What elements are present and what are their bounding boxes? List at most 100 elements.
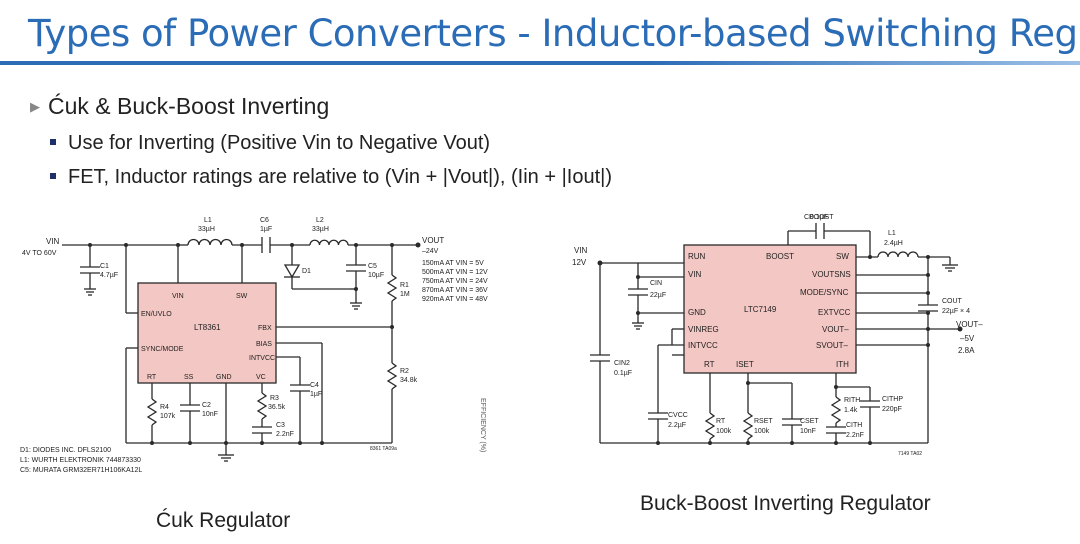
cuk-d1-name: D1 (302, 268, 311, 275)
caption-buck-boost: Buck-Boost Inverting Regulator (640, 492, 931, 515)
bbi-ic-name: LTC7149 (744, 305, 777, 314)
cuk-c3-value: 2.2nF (276, 431, 294, 438)
cuk-note-l1: L1: WURTH ELEKTRONIK 744873330 (20, 457, 141, 464)
bbi-pin-ith: ITH (836, 360, 849, 369)
square-bullet-icon (50, 173, 56, 179)
bbi-vout-value: –5V (960, 334, 975, 343)
cuk-pin-ss: SS (184, 374, 194, 381)
bbi-pin-modesync: MODE/SYNC (800, 288, 849, 297)
bbi-pin-rt: RT (704, 360, 715, 369)
bbi-vin-label: VIN (574, 246, 588, 255)
bbi-rset-value: 100k (754, 428, 770, 435)
bbi-pin-intvcc: INTVCC (688, 341, 718, 350)
bbi-iout: 2.8A (958, 346, 975, 355)
sub-bullet-1-text: Use for Inverting (Positive Vin to Negat… (68, 132, 491, 154)
bbi-rt-value: 100k (716, 428, 732, 435)
cuk-c6-name: C6 (260, 217, 269, 224)
caption-cuk: Ćuk Regulator (156, 509, 291, 532)
bbi-vout-label: VOUT– (956, 320, 983, 329)
bbi-cout-name: COUT (942, 298, 963, 305)
cuk-ref: 8361 TA09a (370, 446, 397, 452)
bbi-cset-value: 10nF (800, 428, 816, 435)
bbi-pin-sw: SW (836, 252, 849, 261)
bbi-vin-value: 12V (572, 258, 587, 267)
cuk-note-c5: C5: MURATA GRM32ER71H106KA12L (20, 467, 142, 474)
cuk-pin-sw: SW (236, 293, 248, 300)
bbi-cin-value: 22µF (650, 292, 666, 299)
cuk-c1-name: C1 (100, 263, 109, 270)
bbi-pin-vin: VIN (688, 270, 702, 279)
bbi-cith-name: CITH (846, 422, 862, 429)
cuk-pin-fbx: FBX (258, 325, 272, 332)
bbi-rith-name: RITH (844, 397, 860, 404)
efficiency-axis-label: EFFICIENCY (%) (479, 398, 486, 453)
cuk-pin-intvcc: INTVCC (249, 355, 275, 362)
bbi-cin-name: CIN (650, 280, 662, 287)
bbi-cboost-name: CBOOST (804, 214, 834, 221)
bbi-pin-boost: BOOST (766, 252, 794, 261)
bbi-ref: 7149 TA02 (898, 451, 922, 457)
bullet-main: ▶Ćuk & Buck-Boost Inverting (30, 93, 329, 120)
bbi-pin-voutsns: VOUTSNS (812, 270, 851, 279)
cuk-c4-value: 1µF (310, 391, 322, 398)
cuk-r2-value: 34.8k (400, 377, 418, 384)
cuk-r3-value: 36.5k (268, 404, 286, 411)
cuk-note-d1: D1: DIODES INC. DFLS2100 (20, 447, 111, 454)
cuk-c5-name: C5 (368, 263, 377, 270)
cuk-schematic: VIN 4V TO 60V C1 4.7µF L1 33µH C6 1µF L2… (20, 217, 488, 474)
cuk-vout-value: –24V (422, 248, 439, 255)
cuk-c4-name: C4 (310, 382, 319, 389)
sub-bullet-2-text: FET, Inductor ratings are relative to (V… (68, 166, 612, 188)
cuk-pin-vc: VC (256, 374, 266, 381)
cuk-l1-value: 33µH (198, 226, 215, 233)
cuk-l2-value: 33µH (312, 226, 329, 233)
cuk-c3-name: C3 (276, 422, 285, 429)
cuk-c2-name: C2 (202, 402, 211, 409)
bbi-cithp-value: 220pF (882, 406, 902, 413)
cuk-load-0: 150mA AT VIN = 5V (422, 260, 484, 267)
cuk-vin-range: 4V TO 60V (22, 250, 57, 257)
cuk-pin-bias: BIAS (256, 341, 272, 348)
cuk-vin-label: VIN (46, 237, 60, 246)
bbi-pin-extvcc: EXTVCC (818, 308, 851, 317)
buck-boost-schematic: VIN 12V LTC7149 RUN BOOST SW VIN VOUTSNS… (572, 214, 983, 457)
bbi-pin-gnd: GND (688, 308, 706, 317)
bbi-cvcc-name: CVCC (668, 412, 688, 419)
cuk-r1-name: R1 (400, 282, 409, 289)
bbi-pin-vout: VOUT– (822, 325, 849, 334)
cuk-r4-name: R4 (160, 404, 169, 411)
cuk-pin-rt: RT (147, 374, 157, 381)
cuk-c5-value: 10µF (368, 272, 384, 279)
cuk-l2-name: L2 (316, 217, 324, 224)
bbi-rset-name: RSET (754, 418, 773, 425)
cuk-ic-name: LT8361 (194, 323, 221, 332)
cuk-pin-vin: VIN (172, 293, 184, 300)
cuk-load-1: 500mA AT VIN = 12V (422, 269, 488, 276)
cuk-r4-value: 107k (160, 413, 176, 420)
bbi-pin-iset: ISET (736, 360, 754, 369)
square-bullet-icon (50, 139, 56, 145)
sub-bullet-1: Use for Inverting (Positive Vin to Negat… (50, 132, 490, 155)
bbi-l1-value: 2.4µH (884, 240, 903, 247)
bullet-arrow-icon: ▶ (30, 99, 40, 114)
bbi-pin-svout: SVOUT– (816, 341, 849, 350)
bbi-cboost-value: 0.1µF (810, 214, 828, 221)
cuk-vout-label: VOUT (422, 236, 444, 245)
title-underline (0, 61, 1080, 65)
bbi-cset-name: CSET (800, 418, 819, 425)
slide-title: Types of Power Converters - Inductor-bas… (28, 12, 1080, 55)
bbi-rith-value: 1.4k (844, 407, 858, 414)
bbi-pin-run: RUN (688, 252, 706, 261)
bbi-cith-value: 2.2nF (846, 432, 864, 439)
cuk-pin-gnd: GND (216, 374, 232, 381)
cuk-load-2: 750mA AT VIN = 24V (422, 278, 488, 285)
cuk-l1-name: L1 (204, 217, 212, 224)
cuk-r2-name: R2 (400, 368, 409, 375)
bbi-cin2-name: CIN2 (614, 360, 630, 367)
bbi-cout-value: 22µF × 4 (942, 308, 970, 315)
cuk-load-3: 870mA AT VIN = 36V (422, 287, 488, 294)
bbi-rt-name: RT (716, 418, 726, 425)
bbi-pin-vinreg: VINREG (688, 325, 719, 334)
cuk-c6-value: 1µF (260, 226, 272, 233)
sub-bullet-2: FET, Inductor ratings are relative to (V… (50, 166, 612, 189)
